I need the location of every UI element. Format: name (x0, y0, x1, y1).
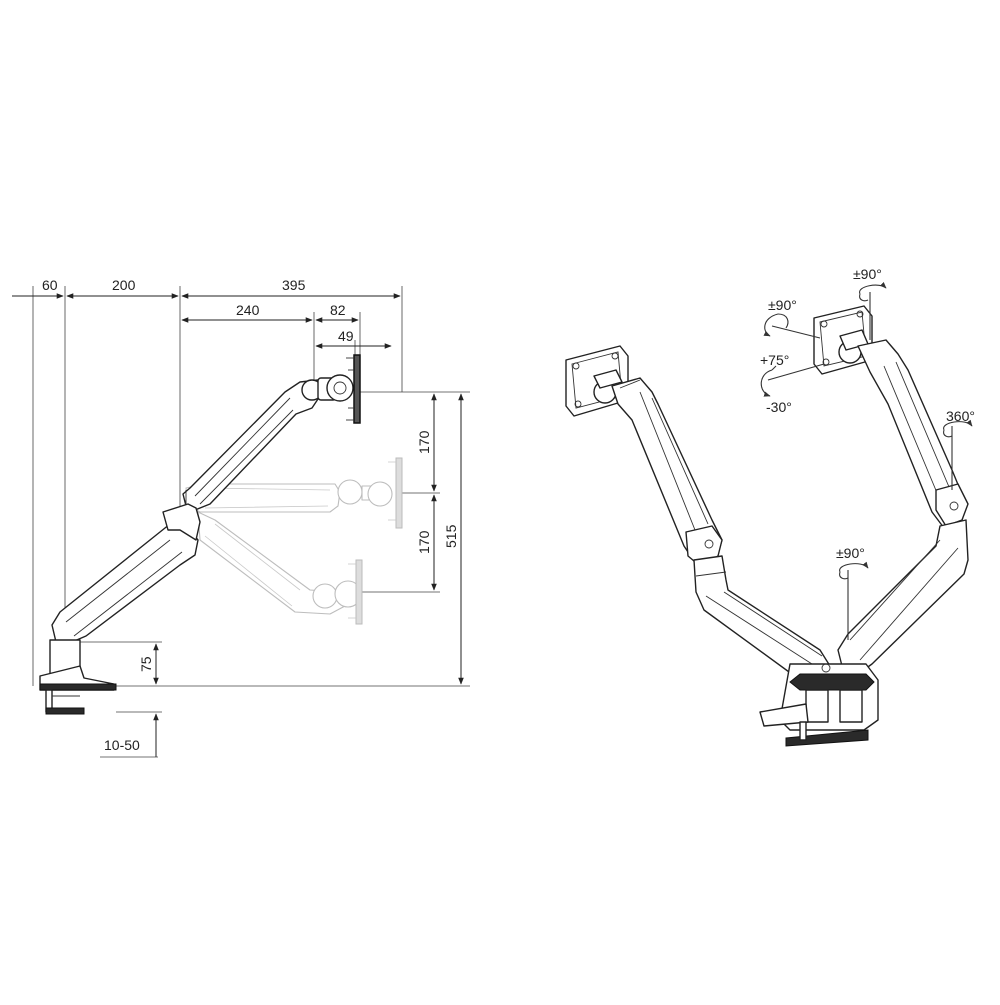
dim-240-label: 240 (236, 302, 260, 318)
clamp-base (39, 639, 117, 715)
swivel-top-label: ±90° (853, 266, 882, 282)
dim-395-label: 395 (282, 277, 306, 293)
base-swivel-rotation-icon (839, 561, 869, 640)
dim-170-lower-label: 170 (416, 530, 432, 554)
side-view: 60 200 395 240 82 49 170 170 515 75 10-5… (12, 277, 470, 758)
pole-and-clamp (759, 663, 879, 747)
arm-ghost-positions (185, 457, 403, 625)
dimension-lines (12, 293, 464, 757)
dim-82-label: 82 (330, 302, 346, 318)
dim-515-label: 515 (443, 524, 459, 548)
tilt-label: ±90° (768, 297, 797, 313)
dim-75-label: 75 (138, 656, 154, 672)
dim-10-50-label: 10-50 (104, 737, 140, 753)
pitch-up-label: +75° (760, 352, 789, 368)
rotation-indicators (760, 281, 973, 640)
dim-49-label: 49 (338, 328, 354, 344)
right-lower-arm (837, 519, 969, 675)
rotation-labels: ±90° ±90° +75° -30° 360° ±90° (760, 266, 975, 561)
dim-170-upper-label: 170 (416, 430, 432, 454)
perspective-view: ±90° ±90° +75° -30° 360° ±90° (565, 266, 975, 747)
base-swivel-label: ±90° (836, 545, 865, 561)
tilt-rotation-icon (763, 313, 821, 339)
left-lower-arm (693, 555, 831, 681)
swivel-top-rotation-icon (859, 281, 887, 340)
extension-lines (32, 286, 470, 758)
dim-200-label: 200 (112, 277, 136, 293)
arm-rotation-icon (943, 419, 973, 490)
pitch-down-label: -30° (766, 399, 792, 415)
pitch-rotation-icon (760, 363, 825, 397)
rotate-arm-label: 360° (946, 408, 975, 424)
upper-arm (182, 354, 361, 511)
left-upper-arm (611, 377, 723, 567)
dimension-labels: 60 200 395 240 82 49 170 170 515 75 10-5… (42, 277, 459, 753)
lower-arm (51, 503, 201, 643)
dim-60-label: 60 (42, 277, 58, 293)
left-vesa-plate (565, 345, 629, 417)
right-upper-arm (857, 339, 969, 529)
